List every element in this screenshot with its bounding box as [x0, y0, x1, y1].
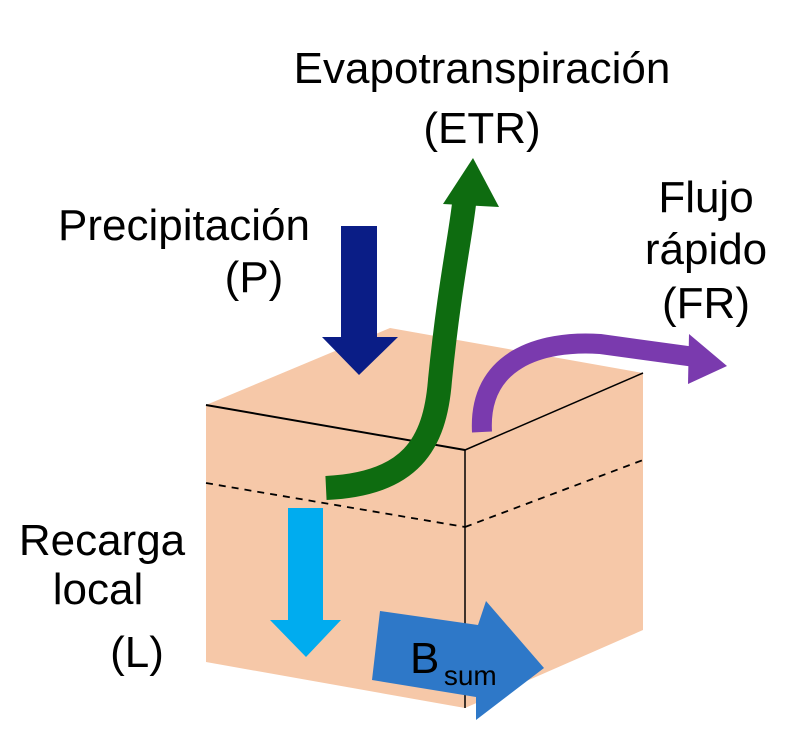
soil-layer-divider-side [464, 459, 644, 528]
subsurface-flow-label-main: B [410, 634, 439, 683]
evapotranspiration-abbrev: (ETR) [423, 104, 540, 153]
rapid-flow-arrow-head [688, 334, 727, 384]
precipitation-label: Precipitación [58, 201, 310, 250]
rapid-flow-arrow [471, 333, 727, 433]
evapotranspiration-arrow-head [443, 158, 499, 207]
soil-box-side-face [465, 373, 643, 708]
precipitation-abbrev: (P) [225, 253, 284, 302]
evapotranspiration-arrow [325, 158, 499, 500]
precipitation-arrow [322, 226, 398, 375]
evapotranspiration-label: Evapotranspiración [294, 44, 671, 93]
rapid-flow-label-line1: Flujo [658, 173, 753, 222]
soil-layer-divider-front [205, 482, 466, 528]
rapid-flow-arrow-shaft [471, 333, 697, 433]
subsurface-flow-arrow [372, 601, 544, 720]
subsurface-flow-label-sub: sum [444, 660, 497, 691]
rapid-flow-abbrev: (FR) [662, 279, 750, 328]
local-recharge-arrow [270, 508, 341, 657]
local-recharge-abbrev: (L) [110, 628, 164, 677]
local-recharge-label-line1: Recarga [19, 516, 186, 565]
evapotranspiration-arrow-shaft [325, 193, 477, 500]
local-recharge-label-line2: local [53, 565, 144, 614]
subsurface-flow-label: B sum [410, 634, 497, 691]
soil-box-top-side-edge [464, 372, 644, 451]
rapid-flow-label-line2: rápido [645, 225, 767, 274]
